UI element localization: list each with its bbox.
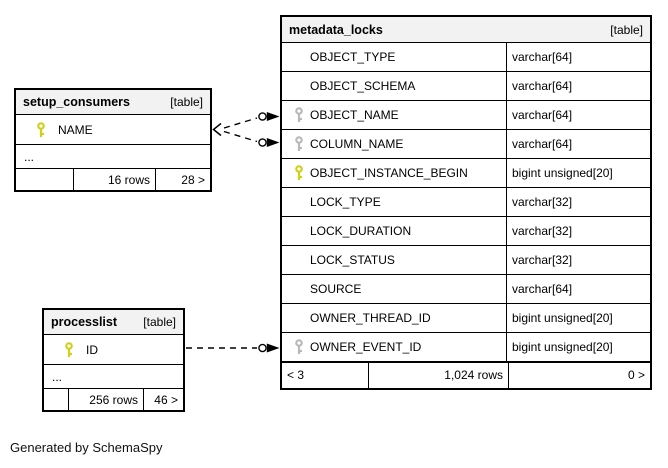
key-icon-slot [24,121,58,138]
column-type: varchar[64] [506,72,650,100]
arrowhead-icon [266,343,280,353]
column-name: LOCK_STATUS [310,253,395,267]
footer-row-count: 1,024 rows [368,362,508,388]
column-name: LOCK_TYPE [310,195,381,209]
primary-key-icon [65,341,73,357]
column-type: varchar[64] [506,101,650,129]
table-footer: 16 rows 28 > [16,169,210,190]
crow-foot-arrow-icon [212,122,222,137]
primary-key-icon [37,121,45,137]
footer-children-count [16,169,73,190]
footer-parents-count: 28 > [155,169,210,190]
primary-key-icon [295,165,303,180]
table-row: OBJECT_INSTANCE_BEGIN bigint unsigned[20… [282,159,650,188]
table-metadata-locks: metadata_locks [table] OBJECT_TYPE varch… [280,15,652,390]
key-icon-slot [288,339,310,355]
relationship-line [223,117,258,129]
table-badge: [table] [143,315,176,329]
footer-row-count: 16 rows [73,169,155,190]
table-footer: 256 rows 46 > [44,389,183,410]
table-row: OWNER_THREAD_ID bigint unsigned[20] [282,304,650,333]
column-type: varchar[32] [506,188,650,216]
footer-row-count: 256 rows [68,389,143,410]
column-name: OBJECT_SCHEMA [310,79,416,93]
footer-children-count: < 3 [287,368,305,382]
column-name: OWNER_THREAD_ID [310,311,431,325]
table-row: OBJECT_NAME varchar[64] [282,101,650,130]
column-type: varchar[64] [506,275,650,303]
table-badge: [table] [170,95,203,109]
column-name: LOCK_DURATION [310,224,412,238]
table-header: metadata_locks [table] [282,17,650,43]
table-setup-consumers: setup_consumers [table] NAME ... 16 rows… [14,88,212,192]
column-type: bigint unsigned[20] [506,159,650,187]
table-processlist: processlist [table] ID ... 256 rows 46 > [42,308,185,412]
table-header: setup_consumers [table] [16,90,210,115]
table-row: COLUMN_NAME varchar[64] [282,130,650,159]
table-row: LOCK_DURATION varchar[32] [282,217,650,246]
column-type: varchar[64] [506,43,650,71]
table-row: OBJECT_TYPE varchar[64] [282,43,650,72]
zero-circle-icon [258,112,267,121]
generated-by-note: Generated by SchemaSpy [10,440,163,455]
index-key-icon [295,339,303,354]
zero-circle-icon [258,138,267,147]
table-title-setup-consumers[interactable]: setup_consumers [23,95,130,109]
column-type: bigint unsigned[20] [506,304,650,332]
column-name: OBJECT_INSTANCE_BEGIN [310,166,468,180]
footer-parents-count: 0 > [508,362,650,388]
table-badge: [table] [610,22,643,37]
footer-children-count [44,389,68,410]
table-row: ID [44,335,183,365]
column-name: NAME [58,122,93,137]
key-icon-slot [288,165,310,181]
column-name: OWNER_EVENT_ID [310,340,422,354]
arrowhead-icon [266,112,280,121]
table-title-processlist[interactable]: processlist [51,315,118,329]
column-type: varchar[64] [506,130,650,158]
table-row: LOCK_STATUS varchar[32] [282,246,650,275]
index-key-icon [295,136,303,151]
key-icon-slot [288,107,310,123]
column-type: varchar[32] [506,246,650,274]
key-icon-slot [288,136,310,152]
column-name: COLUMN_NAME [310,137,404,151]
table-row: OBJECT_SCHEMA varchar[64] [282,72,650,101]
table-footer: < 3 1,024 rows 0 > [282,362,650,388]
more-columns-row: ... [16,145,210,169]
table-row: SOURCE varchar[64] [282,275,650,304]
column-name: ID [86,342,98,357]
footer-parents-count: 46 > [143,389,183,410]
column-name: OBJECT_NAME [310,108,399,122]
index-key-icon [295,107,303,122]
table-row: LOCK_TYPE varchar[32] [282,188,650,217]
column-type: varchar[32] [506,217,650,245]
table-row: NAME [16,115,210,145]
column-name: OBJECT_TYPE [310,50,396,64]
more-columns-row: ... [44,365,183,389]
table-header: processlist [table] [44,310,183,335]
relationship-line [223,130,258,143]
arrowhead-icon [266,138,280,147]
table-row: OWNER_EVENT_ID bigint unsigned[20] [282,333,650,362]
key-icon-slot [52,341,86,358]
column-name: SOURCE [310,282,362,296]
zero-circle-icon [258,343,267,353]
table-title-metadata-locks[interactable]: metadata_locks [289,22,383,37]
column-type: bigint unsigned[20] [506,333,650,361]
